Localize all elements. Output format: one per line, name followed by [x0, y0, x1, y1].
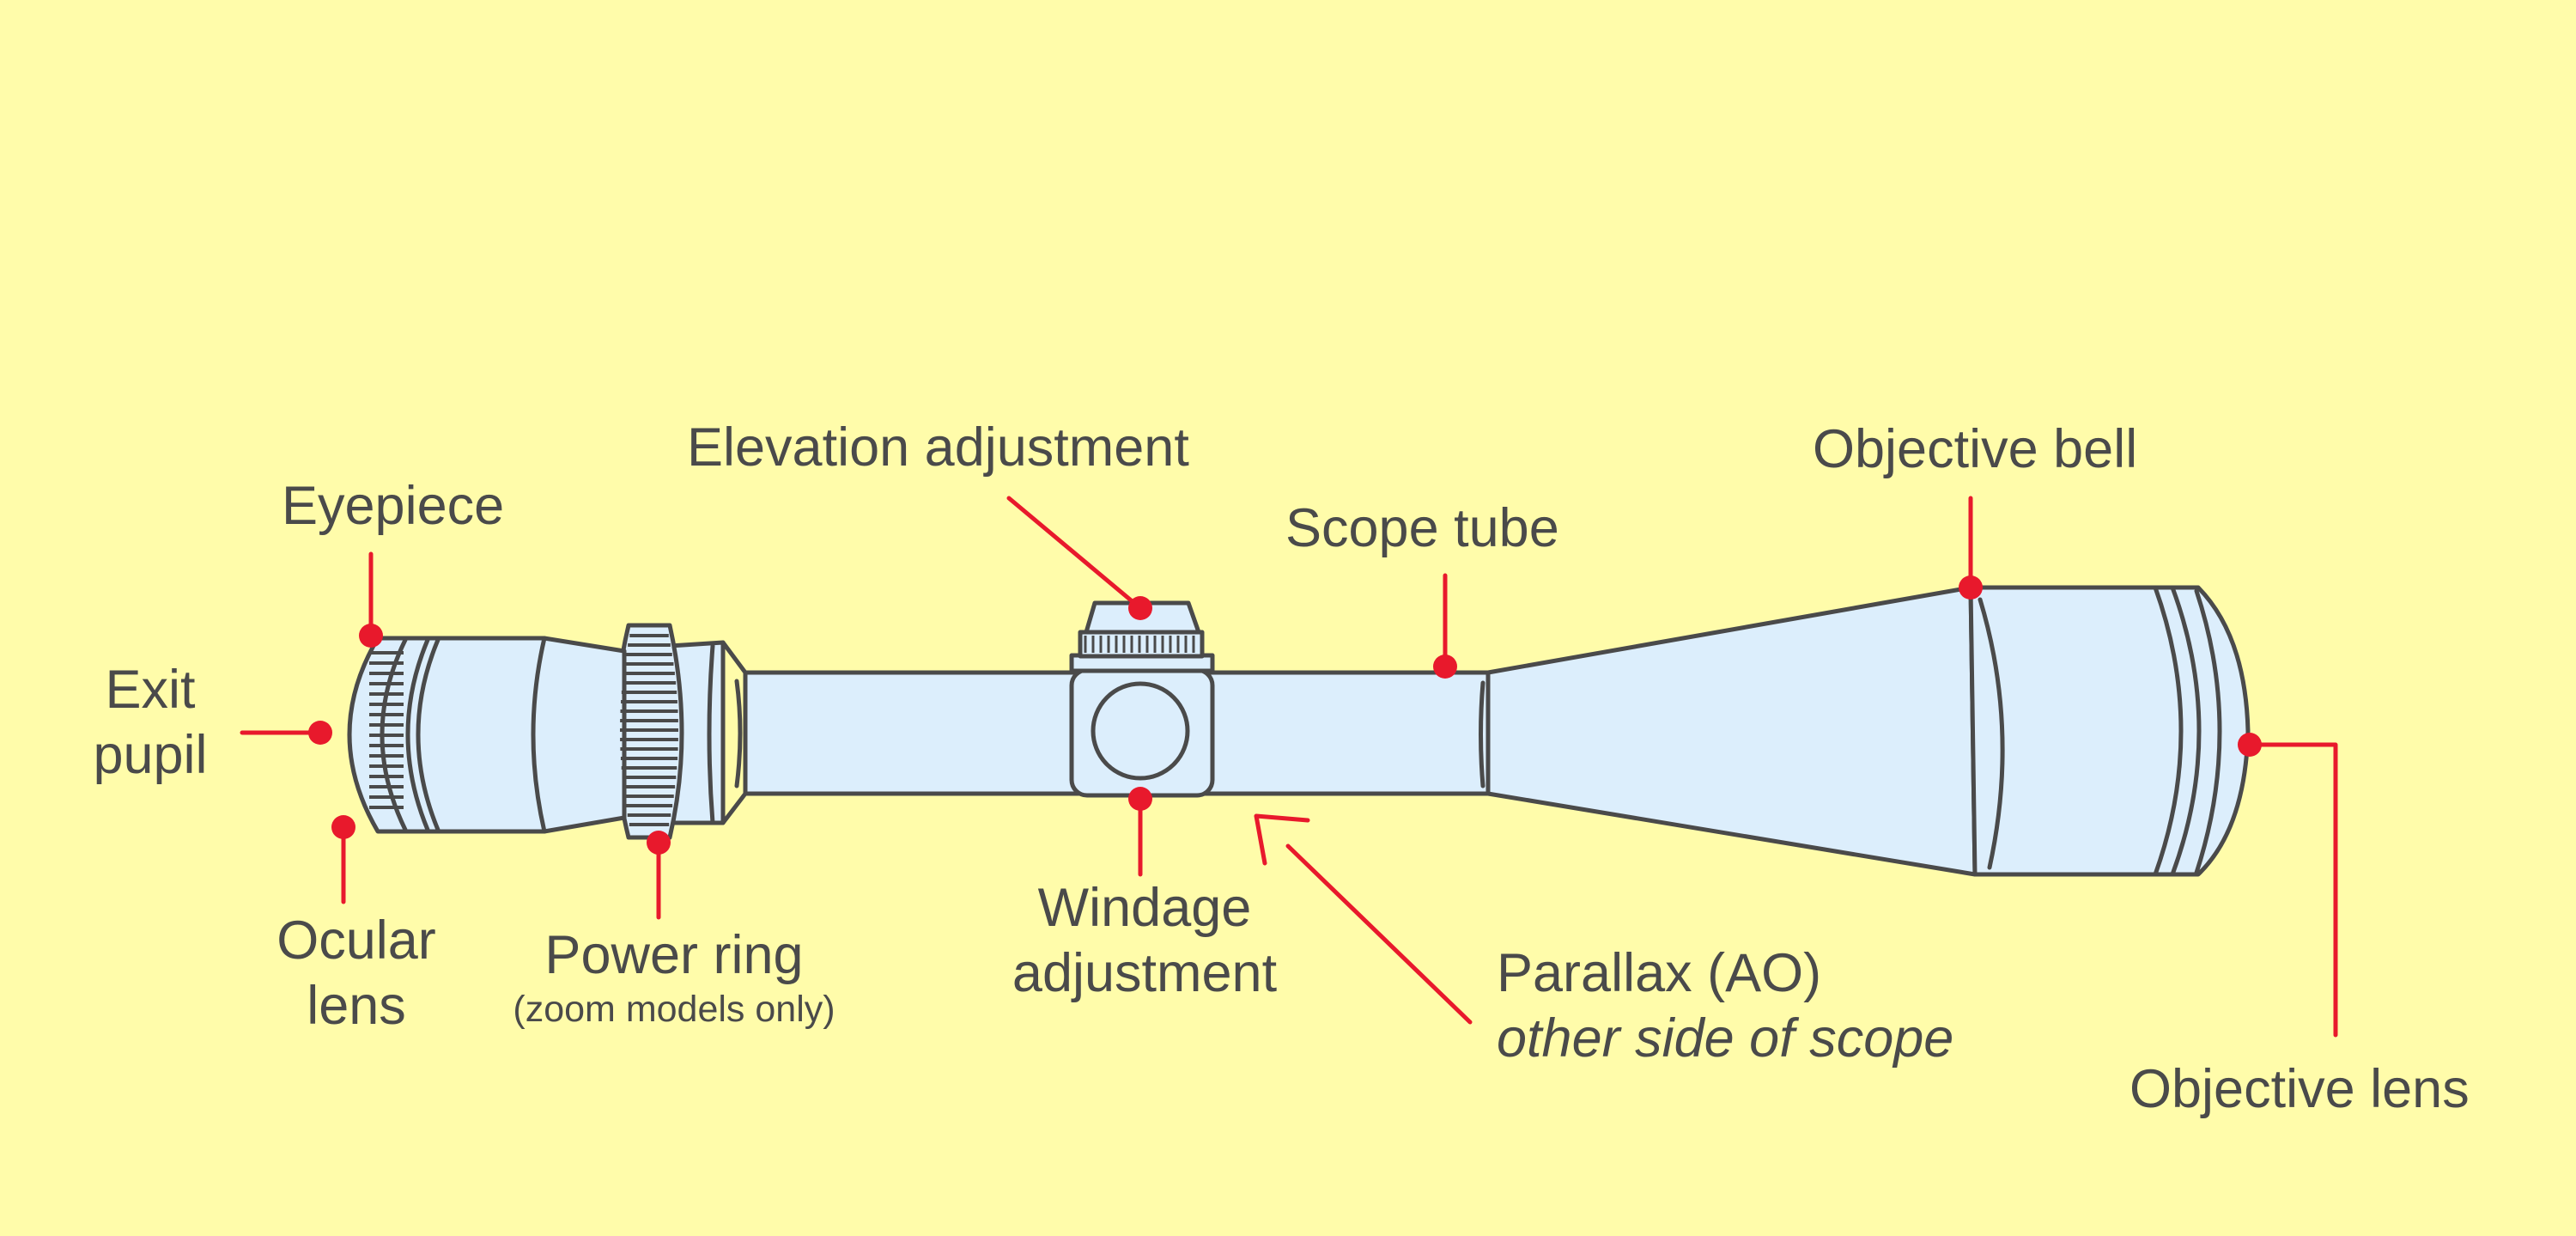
- label-windage-line1: Windage: [1037, 878, 1252, 938]
- marker-dot-windage: [1128, 787, 1152, 811]
- marker-dot-exit-pupil: [308, 721, 332, 745]
- label-ocular-lens: Ocular lens: [262, 909, 451, 1038]
- label-power-ring-title: Power ring: [544, 925, 804, 985]
- marker-dot-objective-lens: [2238, 733, 2262, 757]
- objective-bell-shape: [1485, 585, 1978, 877]
- leader-elevation: [1006, 496, 1143, 611]
- parallax-arrow: [1254, 813, 1310, 866]
- label-windage-adjustment: Windage adjustment: [986, 876, 1303, 1006]
- label-objective-bell: Objective bell: [1813, 419, 2138, 479]
- label-windage-line2: adjustment: [1012, 942, 1278, 1003]
- label-exit-pupil: Exit pupil: [86, 658, 215, 788]
- label-parallax-note: other side of scope: [1497, 1008, 1954, 1069]
- marker-dot-eyepiece: [359, 624, 383, 648]
- objective-housing-shape: [1968, 585, 2251, 877]
- label-parallax: Parallax (AO) other side of scope: [1497, 941, 1953, 1071]
- leader-objective-lens: [2247, 742, 2338, 1038]
- eyepiece-shape: [347, 636, 627, 834]
- label-exit-pupil-line2: pupil: [93, 724, 208, 785]
- label-scope-tube: Scope tube: [1285, 498, 1559, 558]
- marker-dot-elevation: [1128, 596, 1152, 620]
- leader-parallax: [1285, 843, 1473, 1025]
- label-ocular-lens-line2: lens: [307, 975, 406, 1036]
- windage-turret-cap: [1091, 681, 1190, 781]
- label-objective-lens: Objective lens: [2129, 1059, 2470, 1119]
- marker-dot-ocular-lens: [331, 815, 355, 839]
- label-ocular-lens-line1: Ocular: [276, 910, 436, 971]
- marker-dot-objective-bell: [1959, 575, 1983, 600]
- label-parallax-title: Parallax (AO): [1497, 943, 1822, 1003]
- elevation-turret-knurl: [1078, 630, 1205, 659]
- marker-dot-power-ring: [647, 831, 671, 855]
- label-exit-pupil-line1: Exit: [105, 660, 196, 720]
- label-power-ring: Power ring (zoom models only): [502, 923, 846, 1031]
- label-elevation-adjustment: Elevation adjustment: [687, 417, 1189, 478]
- marker-dot-scope-tube: [1433, 655, 1457, 679]
- label-eyepiece: Eyepiece: [282, 476, 505, 536]
- label-power-ring-note: (zoom models only): [513, 988, 835, 1030]
